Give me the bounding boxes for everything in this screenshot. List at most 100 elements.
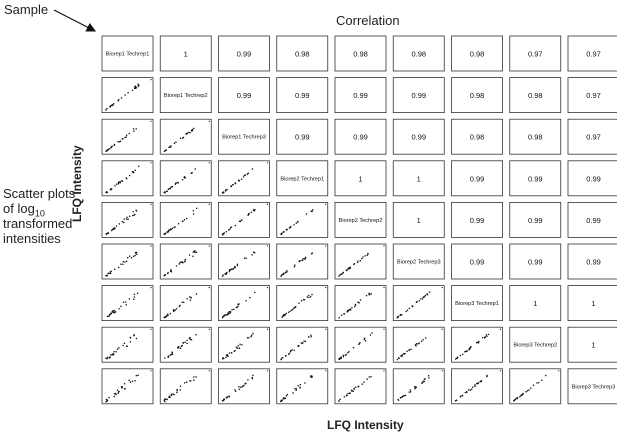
scatter-point <box>181 301 183 303</box>
scatter-point <box>175 141 177 143</box>
scatter-point <box>184 176 187 179</box>
sample-name-4: Biorep2 Techrep2 <box>339 218 383 224</box>
scatter-point <box>383 328 385 330</box>
scatter-point <box>193 379 195 381</box>
scatter-point <box>238 220 241 222</box>
panel-r3-c4 <box>334 160 387 197</box>
scatter-point <box>221 234 224 236</box>
scatter-point <box>131 89 134 91</box>
scatter-point <box>353 387 355 390</box>
scatter-point <box>299 386 301 388</box>
scatter-point <box>251 168 254 170</box>
scatter-point <box>284 271 287 274</box>
correlation-value: 0.98 <box>470 133 485 142</box>
scatter-point <box>285 312 288 315</box>
scatter-point <box>228 395 230 398</box>
scatter-point <box>228 270 231 273</box>
scatter-point <box>424 337 427 339</box>
scatter-point <box>171 352 173 354</box>
scatter-point <box>118 347 120 349</box>
scatter-point <box>354 304 357 306</box>
scatter-point <box>422 339 424 341</box>
scatter-point <box>237 305 239 308</box>
scatter-point <box>325 245 327 247</box>
panel-r6-c2 <box>218 285 270 322</box>
scatter-point <box>125 301 127 303</box>
scatter-point <box>238 179 240 182</box>
scatter-point <box>251 254 253 256</box>
scatter-point <box>179 385 182 387</box>
scatter-point <box>136 292 139 294</box>
scatter-point <box>383 245 385 247</box>
scatter-point <box>459 395 462 398</box>
scatter-point <box>113 143 116 146</box>
scatter-point <box>300 300 303 302</box>
scatter-point <box>470 388 473 390</box>
y-axis-label: LFQ Intensity <box>70 145 84 222</box>
scatter-point <box>250 334 253 336</box>
scatter-point <box>253 252 256 254</box>
correlation-value: 1 <box>417 216 421 225</box>
scatter-point <box>441 328 443 330</box>
correlation-value: 1 <box>358 174 362 183</box>
scatter-point <box>134 213 136 216</box>
scatter-point <box>234 224 237 227</box>
scatter-point <box>195 293 198 295</box>
scatter-point <box>294 306 297 308</box>
scatter-plots-note: Scatter plots of log10 transformed inten… <box>3 186 83 246</box>
scatter-point <box>298 302 300 304</box>
scatter-point <box>340 357 342 359</box>
scatter-point <box>538 381 540 384</box>
scatter-point <box>182 136 185 139</box>
scatter-point <box>123 218 126 220</box>
scatter-point <box>483 337 486 339</box>
scatter-point <box>110 229 113 232</box>
panel-r3-c5 <box>392 160 445 197</box>
scatter-point <box>266 162 269 164</box>
scatter-point <box>114 311 117 313</box>
scatter-point <box>123 388 126 390</box>
scatter-point <box>357 385 360 388</box>
scatter-point <box>292 308 294 311</box>
scatter-point <box>252 374 254 376</box>
scatter-point <box>536 382 538 384</box>
scatter-point <box>230 268 233 270</box>
scatter-point <box>226 271 228 274</box>
scatter-point <box>459 354 462 357</box>
scatter-point <box>125 134 128 137</box>
scatter-point <box>134 85 137 88</box>
panel-r0-c4 <box>334 35 387 72</box>
scatter-point <box>288 352 291 355</box>
scatter-point <box>208 162 210 164</box>
scatter-point <box>110 312 112 315</box>
scatter-point <box>110 354 112 356</box>
scatter-point <box>133 296 136 298</box>
scatter-point <box>228 311 230 313</box>
correlation-value: 0.97 <box>528 50 543 59</box>
correlation-value: 0.99 <box>586 258 601 267</box>
scatter-point <box>106 356 109 358</box>
scatter-point <box>469 389 472 392</box>
sample-name-6: Biorep3 Techrep1 <box>455 301 499 307</box>
scatter-point <box>283 272 285 274</box>
scatter-point <box>293 307 295 309</box>
scatter-point <box>108 315 110 317</box>
correlation-value: 0.99 <box>528 216 543 225</box>
scatter-point <box>195 376 197 378</box>
scatter-point <box>176 389 178 392</box>
scatter-point <box>292 392 294 394</box>
scatter-point <box>109 272 112 274</box>
panel-r0-c5 <box>392 35 445 72</box>
scatter-point <box>228 352 231 354</box>
scatter-point <box>245 257 247 259</box>
scatter-point <box>304 340 307 343</box>
scatter-point <box>478 340 480 343</box>
scatter-point <box>266 203 269 205</box>
scatter-point <box>117 100 119 102</box>
scatter-point <box>122 260 125 263</box>
scatter-point <box>249 296 251 299</box>
scatter-point <box>221 358 224 360</box>
sample-name-8: Biorep3 Techrep3 <box>572 384 616 390</box>
scatter-point <box>411 305 414 308</box>
correlation-value: 1 <box>591 341 595 350</box>
